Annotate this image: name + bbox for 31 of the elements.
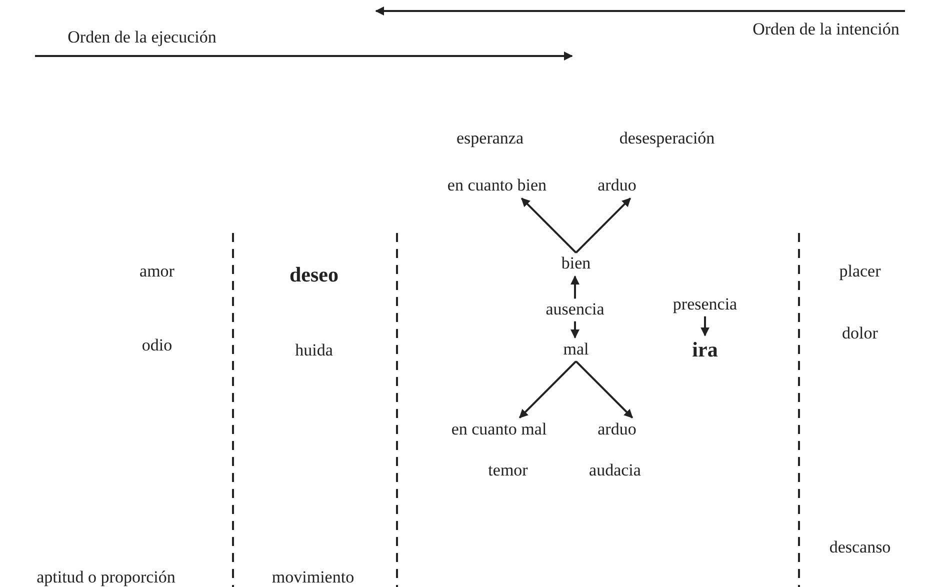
term-label: temor [488, 462, 528, 480]
term-label: Orden de la intención [752, 20, 900, 40]
arrow [518, 360, 577, 418]
term-label: deseo [290, 263, 338, 287]
term-label: mal [563, 340, 589, 360]
term-label: odio [142, 336, 172, 356]
term-label: ausencia [546, 300, 604, 320]
term-label: Orden de la ejecución [68, 28, 216, 48]
term-label: en cuanto mal [451, 420, 547, 440]
term-label: movimiento [272, 568, 354, 587]
term-label: audacia [589, 462, 641, 480]
arrow [700, 316, 710, 336]
term-label: dolor [842, 324, 878, 344]
term-label: bien [561, 254, 591, 274]
term-label: ira [692, 338, 718, 362]
term-label: arduo [598, 420, 636, 440]
term-label: en cuanto bien [447, 176, 547, 196]
term-label: presencia [672, 296, 738, 314]
arrow [570, 321, 580, 339]
term-label: descanso [829, 538, 891, 558]
term-label: desesperación [619, 130, 715, 148]
term-label: placer [839, 262, 881, 282]
term-label: amor [140, 262, 174, 282]
term-label: arduo [598, 176, 636, 196]
term-label: huida [295, 342, 333, 360]
term-label: aptitud o proporción [36, 568, 176, 587]
arrow [575, 360, 634, 418]
term-label: esperanza [456, 130, 524, 148]
arrow [570, 275, 580, 299]
arrow [575, 198, 632, 254]
arrow [520, 198, 577, 254]
